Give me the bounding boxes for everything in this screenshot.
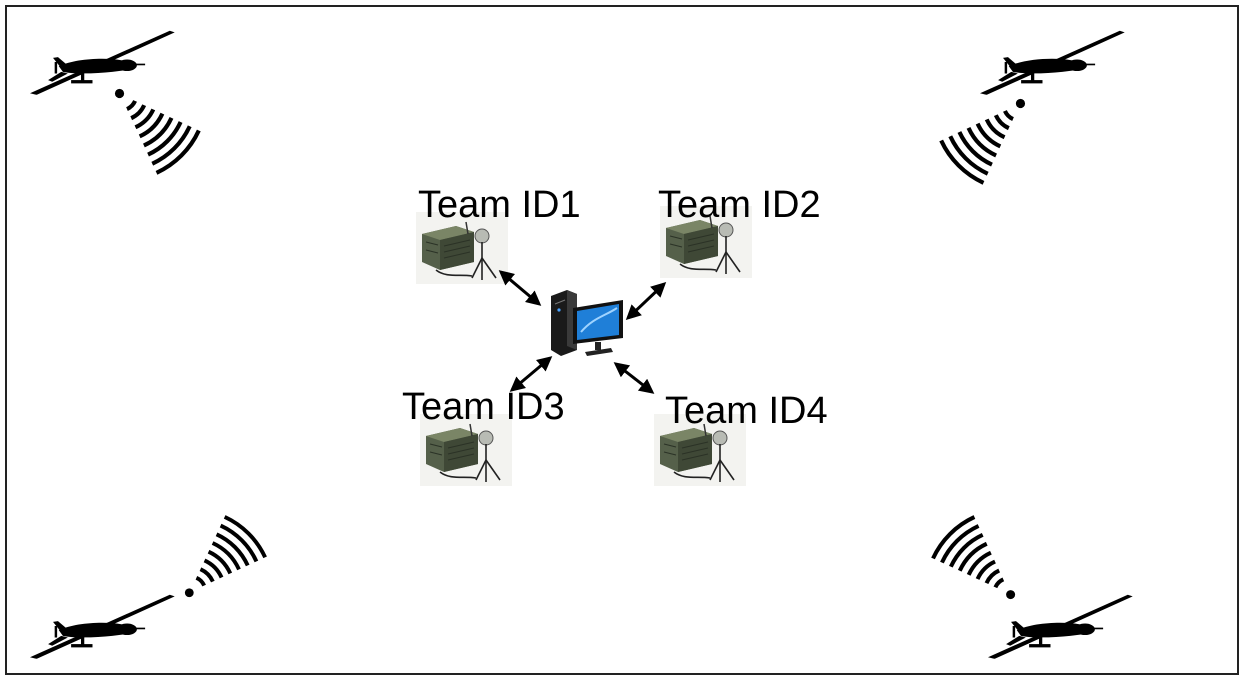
team-label-2: Team ID2	[658, 184, 821, 226]
link-team1-arrow	[498, 270, 542, 306]
link-team2-arrow	[625, 281, 667, 321]
desktop-computer-icon	[551, 290, 623, 356]
team-label-1: Team ID1	[418, 184, 581, 226]
link-team4-arrow	[613, 362, 655, 394]
link-team3-arrow	[509, 356, 553, 392]
team-label-4: Team ID4	[665, 390, 828, 432]
team-label-3: Team ID3	[402, 386, 565, 428]
